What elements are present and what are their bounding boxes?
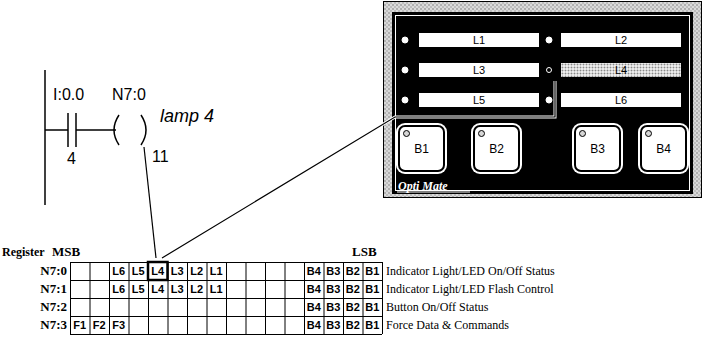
address-label: I:0.0 — [53, 86, 84, 104]
bit-cell-label: L5 — [129, 262, 149, 280]
push-button: B3 — [574, 125, 621, 172]
bit-cell-label: L2 — [187, 280, 207, 298]
bit-cell-label: B4 — [304, 280, 324, 298]
ladder-rung — [45, 70, 146, 205]
bit-cell-label: F1 — [70, 316, 90, 334]
register-grid — [70, 262, 383, 335]
button-label: B2 — [489, 142, 504, 156]
panel-inner-edge — [396, 16, 690, 191]
bit-cell-label: B4 — [304, 262, 324, 280]
bit-cell-label: L3 — [168, 262, 188, 280]
bit-cell-label: B1 — [363, 262, 383, 280]
address-label: N7:0 — [112, 86, 146, 104]
panel-logo: Opti Mate — [398, 179, 448, 194]
push-button: B2 — [473, 125, 520, 172]
contact-symbol — [67, 113, 69, 147]
coil-symbol — [114, 115, 119, 145]
bit-cell-label: L4 — [148, 280, 168, 298]
bit-order-label: MSB — [52, 244, 80, 260]
coil-name: lamp 4 — [160, 106, 214, 127]
bit-cell-label: L1 — [207, 262, 227, 280]
lamp-label: L2 — [615, 34, 627, 46]
bit-cell-label: B3 — [324, 316, 344, 334]
lamp-label: L3 — [473, 64, 485, 76]
bit-cell-label: B1 — [363, 280, 383, 298]
indicator-label-box: L4 — [560, 62, 682, 78]
indicator-label-box: L3 — [418, 62, 540, 78]
bit-cell-label: B1 — [363, 298, 383, 316]
lamp-label: L6 — [615, 94, 627, 106]
lamp-label: L5 — [473, 94, 485, 106]
button-label: B3 — [590, 142, 605, 156]
column-heading: Register — [2, 245, 45, 260]
push-button: B1 — [398, 125, 445, 172]
bit-cell-label: B4 — [304, 298, 324, 316]
register-description: Indicator Light/LED Flash Control — [386, 280, 554, 298]
button-led — [403, 130, 410, 137]
bit-cell-label: L4 — [148, 262, 168, 280]
power-rail — [44, 70, 46, 205]
bit-cell-label: B2 — [343, 262, 363, 280]
register-description: Button On/Off Status — [386, 298, 488, 316]
bit-cell-label: F2 — [90, 316, 110, 334]
indicator-label-box: L5 — [418, 92, 540, 108]
register-address: N7:2 — [0, 298, 67, 316]
leader-lines — [144, 81, 555, 258]
bit-cell-label: B3 — [324, 280, 344, 298]
bit-cell-label: B4 — [304, 316, 324, 334]
indicator-label-box: L6 — [560, 92, 682, 108]
panel-housing — [384, 2, 702, 198]
bit-cell-label: B1 — [363, 316, 383, 334]
button-led — [579, 130, 586, 137]
bit-cell-label: L1 — [207, 280, 227, 298]
button-label: B4 — [656, 142, 671, 156]
bit-cell-label: L2 — [187, 262, 207, 280]
indicator-label-box: L1 — [418, 32, 540, 48]
indicator-label-box: L2 — [560, 32, 682, 48]
button-label: B1 — [414, 142, 429, 156]
register-description: Force Data & Commands — [386, 316, 509, 334]
bit-cell-label: B2 — [343, 280, 363, 298]
bit-cell-label: L3 — [168, 280, 188, 298]
bit-number: 4 — [67, 150, 76, 168]
operator-panel: Opti Mate L1 L2L3 L4L5 L6B1 B2 B3 B4 — [392, 12, 693, 194]
panel-face — [392, 12, 693, 194]
bit-cell-label: L6 — [109, 280, 129, 298]
lamp-label: L1 — [473, 34, 485, 46]
bit-cell-label: L6 — [109, 262, 129, 280]
push-button: B4 — [640, 125, 687, 172]
button-led — [478, 130, 485, 137]
bit-cell-label: L5 — [129, 280, 149, 298]
register-address: N7:1 — [0, 280, 67, 298]
bit-cell-label: B2 — [343, 316, 363, 334]
button-led — [645, 130, 652, 137]
bit-number: 11 — [152, 148, 169, 166]
register-address: N7:0 — [0, 262, 67, 280]
register-description: Indicator Light/LED On/Off Status — [386, 262, 555, 280]
register-address: N7:3 — [0, 316, 67, 334]
bit-order-label: LSB — [352, 244, 377, 260]
bit-cell-label: F3 — [109, 316, 129, 334]
bit-cell-label: B2 — [343, 298, 363, 316]
bit-cell-label: B3 — [324, 298, 344, 316]
bit-highlight — [148, 262, 168, 280]
lamp-label: L4 — [615, 64, 627, 76]
bit-cell-label: B3 — [324, 262, 344, 280]
